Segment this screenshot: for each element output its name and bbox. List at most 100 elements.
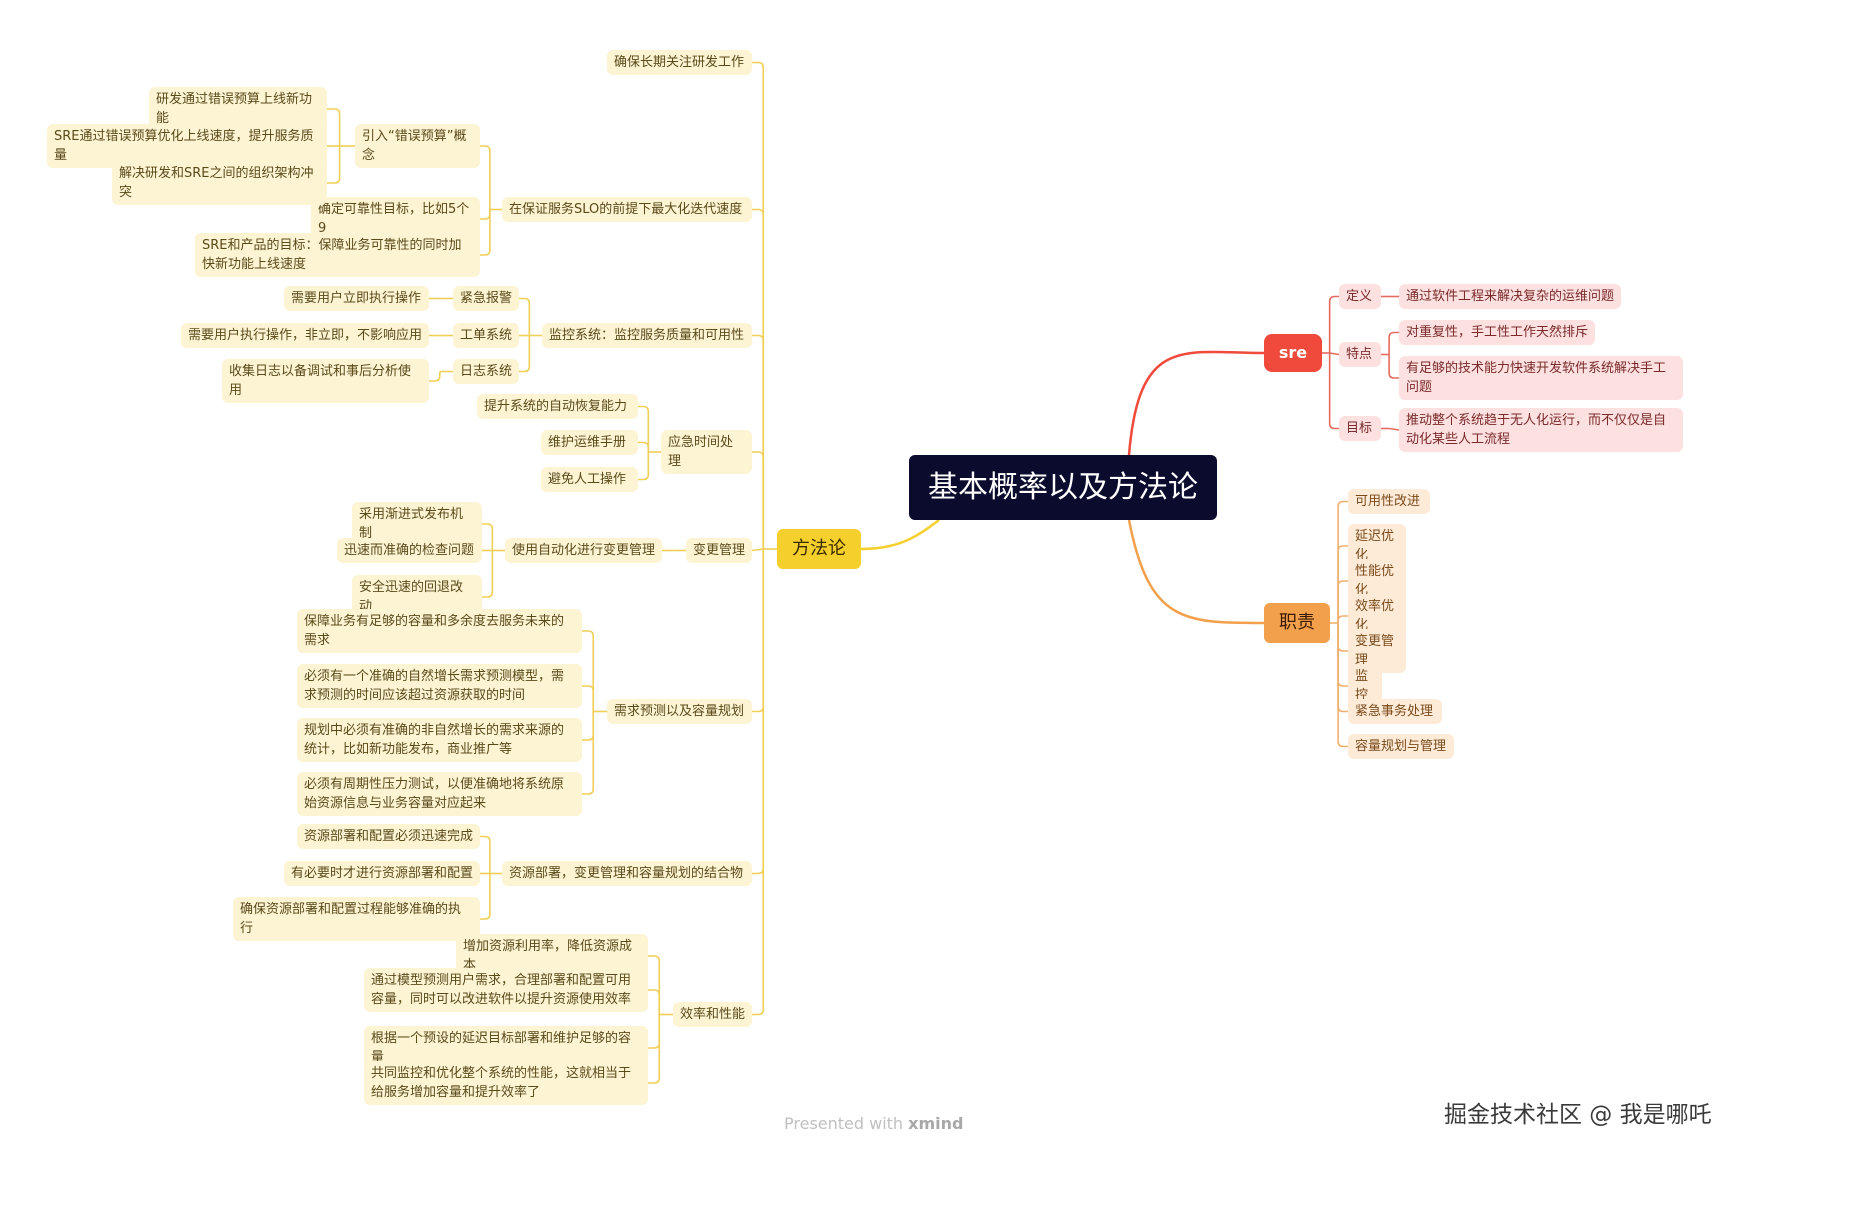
cap-link-2 (582, 711, 595, 741)
method-emergency[interactable]: 应急时间处理 (661, 430, 752, 474)
duty-link-6 (1337, 623, 1348, 713)
method-link-2 (752, 334, 765, 549)
duty-link-5 (1337, 623, 1348, 687)
pr-link-0 (480, 835, 491, 874)
sre-link-2 (1328, 353, 1339, 430)
cap-link-1 (582, 685, 595, 712)
pr-link-2 (480, 873, 491, 920)
link-methodology (860, 519, 940, 551)
credit-prefix: Presented with (784, 1114, 909, 1133)
topic-methodology[interactable]: 方法论 (777, 529, 861, 569)
error-budget-item-1[interactable]: 研发通过错误预算上线新功能 (149, 87, 327, 131)
duty-link-7 (1337, 623, 1348, 748)
sre-link-0 (1328, 295, 1339, 353)
em-link-0 (638, 405, 650, 452)
method-link-4 (751, 548, 764, 552)
duty-link-3 (1337, 615, 1348, 623)
sre-features[interactable]: 特点 (1339, 342, 1381, 367)
capacity-item-3[interactable]: 规划中必须有准确的非自然增长的需求来源的统计，比如新功能发布，商业推广等 (297, 718, 582, 762)
sre-definition[interactable]: 定义 (1339, 284, 1381, 309)
emergency-item-2[interactable]: 维护运维手册 (541, 430, 638, 455)
sre-goal-text[interactable]: 推动整个系统趋于无人化运行，而不仅仅是自动化某些人工流程 (1399, 408, 1683, 452)
eb-link-2 (327, 146, 341, 184)
error-budget-item-3[interactable]: 解决研发和SRE之间的组织架构冲突 (112, 161, 327, 205)
method-link-1 (752, 208, 765, 549)
duty-link-1 (1337, 545, 1348, 623)
topic-duties[interactable]: 职责 (1264, 603, 1330, 643)
provision-item-3[interactable]: 确保资源部署和配置过程能够准确的执行 (233, 897, 480, 941)
capacity-item-1[interactable]: 保障业务有足够的容量和多余度去服务未来的需求 (297, 609, 582, 653)
method-link-7 (752, 549, 765, 1016)
error-budget[interactable]: 引入“错误预算”概念 (355, 124, 480, 168)
sre-definition-text[interactable]: 通过软件工程来解决复杂的运维问题 (1399, 284, 1621, 309)
monitor-ticket-desc[interactable]: 需要用户执行操作，非立即，不影响应用 (181, 323, 429, 348)
method-long-term[interactable]: 确保长期关注研发工作 (607, 50, 752, 75)
method-monitoring[interactable]: 监控系统：监控服务质量和可用性 (542, 323, 752, 348)
method-link-5 (752, 549, 765, 713)
topic-sre[interactable]: sre (1264, 334, 1322, 372)
sre-feature-1[interactable]: 对重复性，手工性工作天然排斥 (1399, 320, 1595, 345)
watermark: 掘金技术社区 @ 我是哪吒 (1444, 1102, 1712, 1128)
speed-link-0 (480, 145, 491, 210)
provision-item-2[interactable]: 有必要时才进行资源部署和配置 (284, 861, 480, 886)
method-provision[interactable]: 资源部署，变更管理和容量规划的结合物 (502, 861, 752, 886)
link-sre (1127, 350, 1265, 456)
duty-capacity[interactable]: 容量规划与管理 (1348, 734, 1454, 759)
method-link-3 (752, 451, 765, 549)
method-efficiency[interactable]: 效率和性能 (673, 1002, 752, 1027)
ef-link-1 (648, 989, 661, 1015)
sre-feature-2[interactable]: 有足够的技术能力快速开发软件系统解决手工问题 (1399, 356, 1683, 400)
change-auto[interactable]: 使用自动化进行变更管理 (505, 538, 662, 563)
emergency-item-1[interactable]: 提升系统的自动恢复能力 (477, 394, 638, 419)
capacity-item-2[interactable]: 必须有一个准确的自然增长需求预测模型，需求预测的时间应该超过资源获取的时间 (297, 664, 582, 708)
method-link-0 (752, 61, 765, 549)
speed-link-2 (480, 209, 491, 256)
monitor-alert[interactable]: 紧急报警 (453, 286, 519, 311)
sre-feat-link-1 (1388, 354, 1399, 379)
method-max-speed[interactable]: 在保证服务SLO的前提下最大化迭代速度 (502, 197, 752, 222)
duty-link-2 (1337, 580, 1348, 623)
duty-emergency[interactable]: 紧急事务处理 (1348, 699, 1442, 724)
method-capacity[interactable]: 需求预测以及容量规划 (607, 699, 752, 724)
mon-link-0 (519, 297, 531, 336)
duty-link-0 (1337, 500, 1348, 623)
link-duties (1127, 519, 1265, 625)
sre-feat-link-0 (1388, 331, 1399, 355)
cm-link-0 (482, 523, 494, 551)
sre-link-1 (1329, 352, 1340, 356)
em-link-2 (638, 452, 650, 481)
change-item-2[interactable]: 迅速而准确的检查问题 (337, 538, 482, 563)
sre-product-goal[interactable]: SRE和产品的目标：保障业务可靠性的同时加快新功能上线速度 (195, 233, 480, 277)
duty-link-4 (1337, 623, 1348, 652)
cap-link-0 (582, 630, 595, 712)
efficiency-item-4[interactable]: 共同监控和优化整个系统的性能，这就相当于给服务增加容量和提升效率了 (364, 1061, 648, 1105)
speed-link-1 (480, 209, 491, 220)
sre-goal[interactable]: 目标 (1339, 416, 1381, 441)
monitor-log[interactable]: 日志系统 (453, 359, 519, 384)
cap-link-3 (582, 711, 595, 795)
monitor-ticket[interactable]: 工单系统 (453, 323, 519, 348)
efficiency-item-2[interactable]: 通过模型预测用户需求，合理部署和配置可用容量，同时可以改进软件以提升资源使用效率 (364, 968, 648, 1012)
eb-link-0 (327, 108, 341, 146)
error-budget-item-2[interactable]: SRE通过错误预算优化上线速度，提升服务质量 (47, 124, 327, 168)
sre-goal-link-0 (1388, 427, 1400, 431)
capacity-item-4[interactable]: 必须有周期性压力测试，以便准确地将系统原始资源信息与业务容量对应起来 (297, 772, 582, 816)
provision-item-1[interactable]: 资源部署和配置必须迅速完成 (297, 824, 480, 849)
xmind-credit: Presented with xmind (784, 1114, 963, 1133)
mon-link-2 (519, 335, 531, 373)
method-change[interactable]: 变更管理 (686, 538, 752, 563)
ef-link-3 (648, 1014, 661, 1084)
root-topic[interactable]: 基本概率以及方法论 (909, 455, 1217, 520)
ef-link-0 (648, 955, 661, 1015)
monitor-log-desc[interactable]: 收集日志以备调试和事后分析使用 (222, 359, 429, 403)
emergency-item-3[interactable]: 避免人工操作 (541, 467, 638, 492)
cm-link-2 (482, 550, 494, 598)
mon-d2-link-0 (429, 371, 441, 382)
ef-link-2 (648, 1014, 661, 1049)
duty-availability[interactable]: 可用性改进 (1348, 489, 1430, 514)
em-link-1 (638, 441, 650, 452)
xmind-logo: xmind (908, 1114, 964, 1133)
monitor-alert-desc[interactable]: 需要用户立即执行操作 (284, 286, 429, 311)
